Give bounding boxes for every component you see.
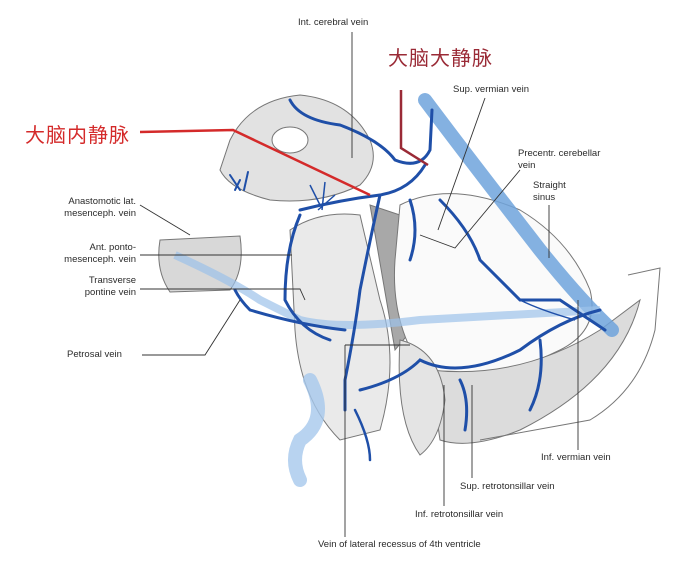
label-line: vein	[518, 160, 536, 171]
great-cerebral-vein-pointer	[399, 90, 429, 167]
label-sup-vermian-vein: Sup. vermian vein	[453, 84, 530, 95]
label-great-cerebral-vein-cn: 大脑大静脉	[388, 46, 493, 70]
label-line: Ant. ponto-	[89, 242, 136, 253]
label-inf-retrotonsillar-vein: Inf. retrotonsillar vein	[415, 509, 504, 520]
label-internal-cerebral-vein-cn: 大脑内静脉	[25, 123, 130, 147]
label-line: mesenceph. vein	[64, 254, 136, 265]
label-line: Transverse	[88, 275, 136, 286]
veins	[229, 98, 607, 462]
label-line: Anastomotic lat.	[68, 196, 136, 207]
leader-lines	[139, 32, 579, 537]
label-anastomotic-lat-mesenceph-vein: Anastomotic lat. mesenceph. vein	[64, 196, 136, 220]
transverse-sinus-stump	[288, 373, 325, 487]
label-line: mesenceph. vein	[64, 208, 136, 219]
small-veins	[309, 181, 576, 321]
label-sup-retrotonsillar-vein: Sup. retrotonsillar vein	[460, 481, 555, 492]
label-vein-lateral-recessus: Vein of lateral recessus of 4th ventricl…	[318, 539, 481, 550]
label-line: Straight	[533, 180, 566, 191]
internal-cerebral-vein-pointer	[139, 128, 371, 197]
label-ant-ponto-mesenceph-vein: Ant. ponto- mesenceph. vein	[64, 242, 136, 266]
label-inf-vermian-vein: Inf. vermian vein	[541, 452, 611, 463]
label-straight-sinus: Straight sinus	[533, 180, 566, 204]
label-line: Precentr. cerebellar	[518, 148, 601, 159]
label-line: pontine vein	[84, 287, 136, 298]
label-transverse-pontine-vein: Transverse pontine vein	[85, 275, 136, 299]
label-int-cerebral-vein: Int. cerebral vein	[298, 17, 369, 28]
label-line: sinus	[533, 192, 556, 203]
label-precentral-cerebellar-vein: Precentr. cerebellar vein	[518, 148, 600, 172]
label-petrosal-vein: Petrosal vein	[67, 349, 122, 360]
